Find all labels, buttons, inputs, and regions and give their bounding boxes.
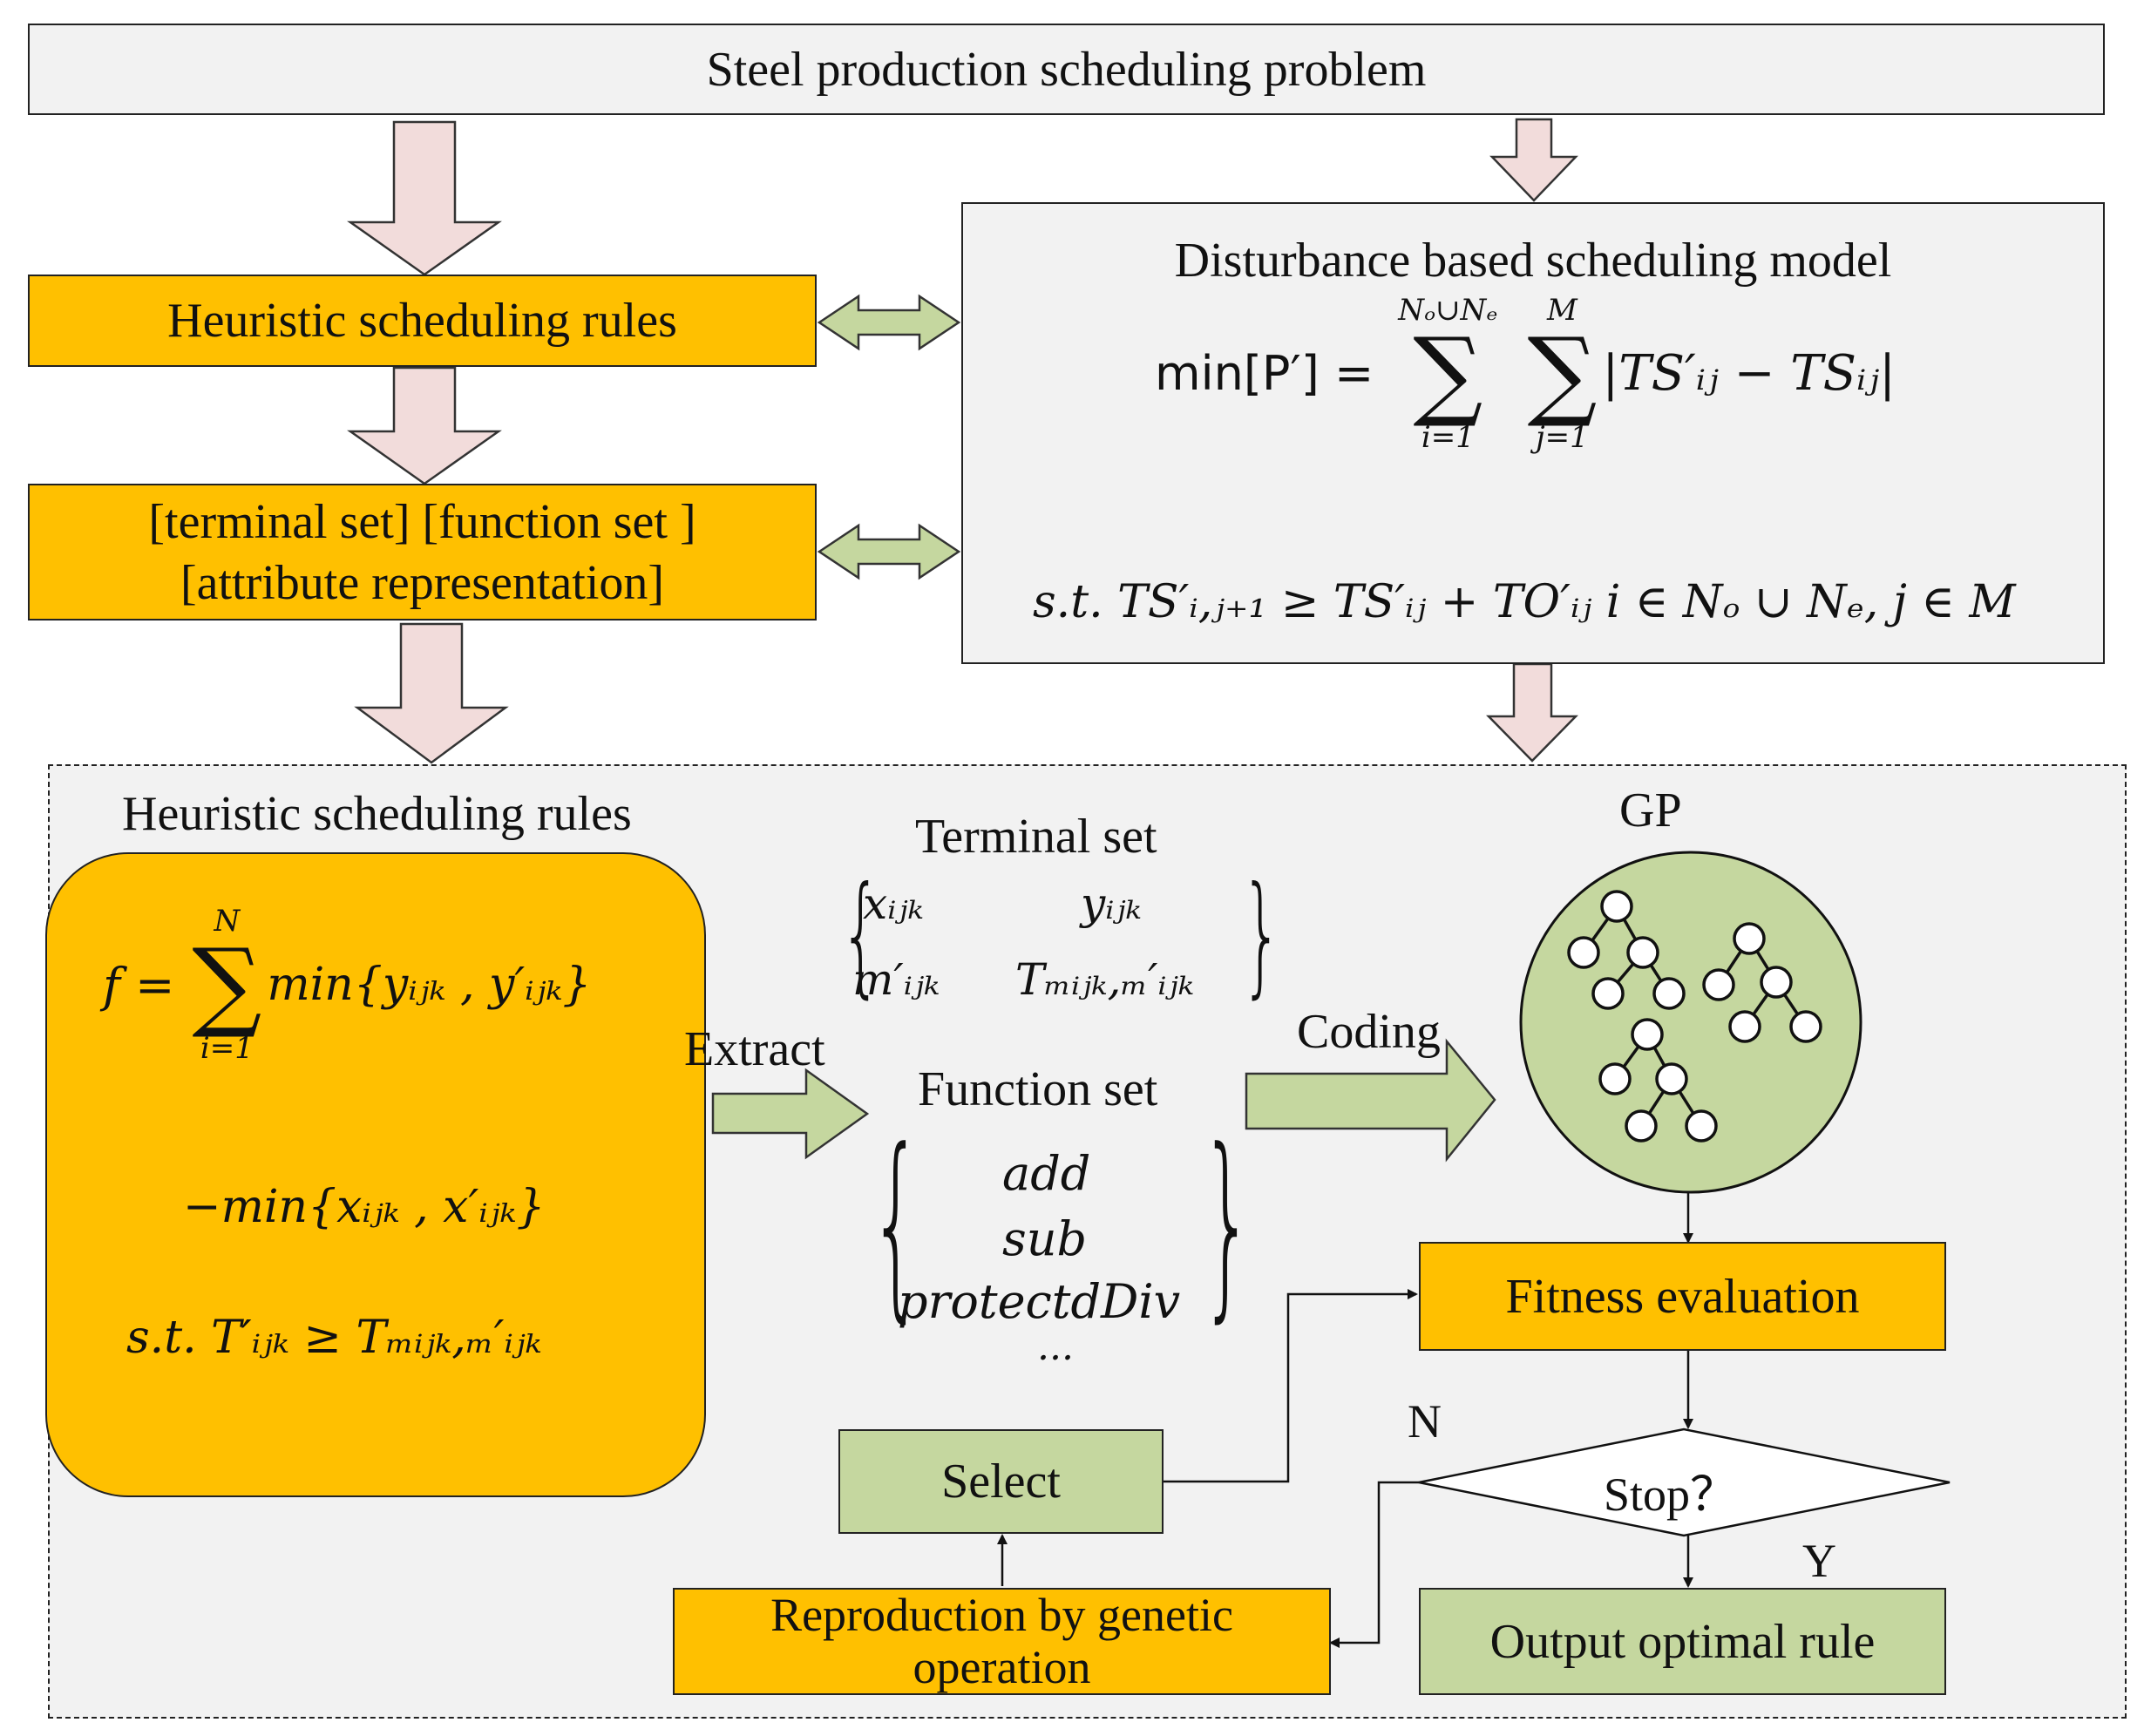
fitness-evaluation-label: Fitness evaluation [1505, 1269, 1860, 1324]
function-item-add: add [1002, 1146, 1091, 1201]
reproduction-line2: operation [913, 1640, 1091, 1693]
formula-constraint: s.t. T′ᵢⱼₖ ≥ Tₘᵢⱼₖ,ₘ′ᵢⱼₖ [126, 1312, 542, 1364]
sets-box: [terminal set] [function set ] [attribut… [28, 484, 817, 620]
stop-decision-diamond [1418, 1427, 1951, 1537]
terminal-item-x: xᵢⱼₖ [863, 878, 924, 929]
gp-population-circle [1519, 851, 1862, 1194]
formula-term1: min{yᵢⱼₖ , y′ᵢⱼₖ} [267, 959, 592, 1011]
flow-select-to-fitness [1164, 1289, 1418, 1483]
select-box: Select [838, 1429, 1164, 1534]
function-set-label: Function set [918, 1062, 1158, 1116]
model-constraint: s.t. TS′ᵢ,ⱼ₊₁ ≥ TS′ᵢⱼ + TO′ᵢⱼ i ∈ Nₒ ∪ N… [1033, 576, 2016, 628]
heuristic-rules-label: Heuristic scheduling rules [167, 294, 677, 348]
sum-i-upper: Nₒ∪Nₑ [1398, 293, 1498, 328]
function-item-sub: sub [1002, 1211, 1088, 1266]
down-arrow-title-to-model [1489, 118, 1578, 202]
heuristic-rules-box: Heuristic scheduling rules [28, 275, 817, 367]
terminal-set-label: Terminal set [915, 810, 1157, 864]
output-optimal-rule-label: Output optimal rule [1489, 1614, 1876, 1669]
fitness-evaluation-box: Fitness evaluation [1419, 1242, 1946, 1351]
sum-over-j: M ∑ j=1 [1527, 295, 1597, 452]
terminal-set-right-brace: } [1240, 859, 1283, 1011]
select-label: Select [941, 1455, 1061, 1509]
terminal-item-m: m′ᵢⱼₖ [852, 954, 940, 1005]
title-box: Steel production scheduling problem [28, 24, 2105, 115]
objective-lhs: min[P′] = [1155, 346, 1374, 402]
function-set-right-brace: } [1200, 1108, 1254, 1340]
function-item-ellipsis: ... [1037, 1325, 1074, 1369]
function-item-protectddiv: protectdDiv [898, 1274, 1181, 1329]
sum-j-upper: M [1547, 293, 1577, 328]
model-box-title: Disturbance based scheduling model [1174, 234, 1892, 288]
sigma-symbol-2: ∑ [1527, 317, 1598, 431]
double-arrow-sets-model [817, 523, 961, 580]
down-arrow-model-to-panel [1486, 662, 1578, 763]
rule-formula-box [45, 852, 706, 1497]
terminal-item-t: Tₘᵢⱼₖ,ₘ′ᵢⱼₖ [1015, 954, 1194, 1005]
coding-arrow [1245, 1038, 1496, 1163]
formula-f-lhs: f = [103, 957, 175, 1013]
model-box: Disturbance based scheduling model min[P… [961, 202, 2105, 664]
down-arrow-sets-to-panel [354, 622, 509, 764]
sum-j-lower: j=1 [1536, 420, 1589, 455]
formula-sum-upper: N [214, 904, 241, 939]
coding-label: Coding [1297, 1005, 1441, 1059]
down-arrow-rules-to-sets [347, 366, 502, 485]
sum-i-lower: i=1 [1421, 420, 1475, 455]
output-optimal-rule-box: Output optimal rule [1419, 1588, 1946, 1695]
sum-over-i: Nₒ∪Nₑ ∑ i=1 [1398, 295, 1497, 452]
gp-label: GP [1619, 783, 1682, 837]
stop-decision-label: Stop？ [1604, 1468, 1738, 1521]
extract-label: Extract [684, 1022, 825, 1076]
function-set-left-brace: { [869, 1108, 923, 1340]
sets-box-line2: [attribute representation] [180, 555, 665, 610]
flow-stop-no-to-reproduction [1329, 1481, 1419, 1648]
terminal-item-y: yᵢⱼₖ [1081, 878, 1142, 929]
sigma-symbol-1: ∑ [1413, 317, 1483, 431]
formula-sum: N ∑ i=1 [192, 906, 261, 1063]
double-arrow-rules-model [817, 294, 961, 351]
formula-term2: −min{xᵢⱼₖ , x′ᵢⱼₖ} [183, 1181, 546, 1233]
objective-term: |TS′ᵢⱼ − TSᵢⱼ| [1602, 345, 1896, 402]
extract-arrow [711, 1068, 870, 1160]
lower-panel-title: Heuristic scheduling rules [122, 787, 632, 841]
down-arrow-title-to-rules [347, 120, 502, 276]
sets-box-line1: [terminal set] [function set ] [148, 494, 696, 549]
terminal-set-left-brace: { [839, 859, 882, 1011]
no-branch-label: N [1408, 1395, 1442, 1448]
reproduction-box: Reproduction by genetic operation [673, 1588, 1331, 1695]
formula-sigma-symbol: ∑ [192, 928, 262, 1041]
rule-formula-line1: f = N ∑ i=1 min{yᵢⱼₖ , y′ᵢⱼₖ} [103, 906, 591, 1063]
model-objective: min[P′] = Nₒ∪Nₑ ∑ i=1 M ∑ j=1 |TS′ᵢⱼ − T… [1155, 295, 1896, 452]
formula-sum-lower: i=1 [200, 1031, 254, 1066]
yes-branch-label: Y [1802, 1535, 1836, 1587]
reproduction-line1: Reproduction by genetic [770, 1589, 1233, 1642]
title-box-label: Steel production scheduling problem [706, 42, 1427, 97]
